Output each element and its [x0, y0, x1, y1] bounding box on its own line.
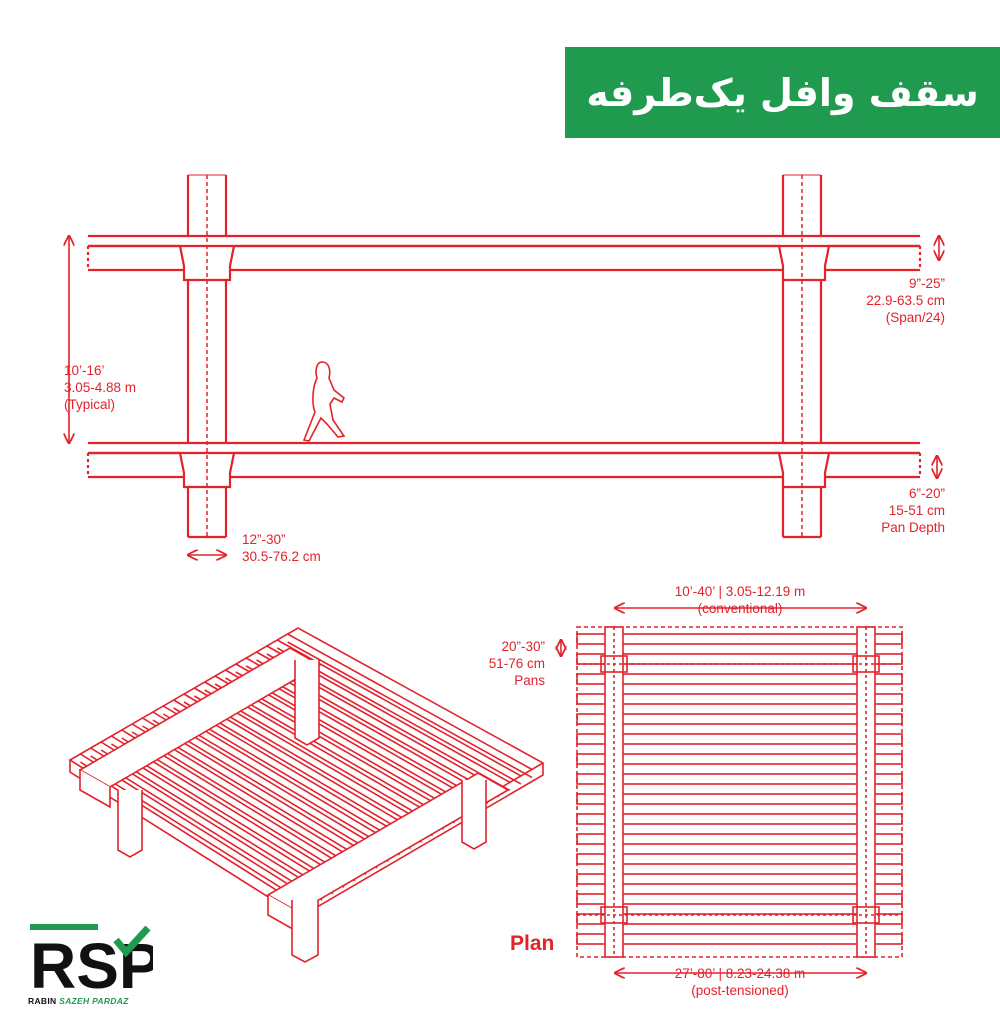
plan-joist — [576, 793, 903, 805]
plan-view — [576, 626, 903, 958]
plan-joist — [576, 693, 903, 705]
plan-joist — [576, 873, 903, 885]
pan-depth-label: 6”-20” 15-51 cm Pan Depth — [881, 486, 945, 535]
iso-joist-edge — [90, 755, 323, 901]
iso-joist-edge — [173, 707, 411, 850]
plan-joist — [576, 933, 903, 945]
iso-joist-edge — [131, 731, 367, 875]
plan-joist — [576, 773, 903, 785]
iso-joist-edge — [121, 737, 356, 882]
iso-joist — [287, 633, 533, 771]
iso-joist-edge — [245, 665, 489, 804]
plan-joist — [576, 733, 903, 745]
iso-joist-edge — [142, 725, 378, 869]
conventional-span-label: 10’-40’ | 3.05-12.19 m (conventional) — [674, 584, 806, 616]
post-tensioned-span-label: 27’-80’ | 8.23-24.38 m (post-tensioned) — [674, 966, 806, 998]
plan-joist — [576, 833, 903, 845]
iso-joist-edge — [111, 743, 345, 888]
iso-joist-edge — [193, 695, 433, 837]
iso-joist-edge — [183, 701, 422, 843]
section-drawing — [86, 174, 922, 539]
iso-joist-edge — [100, 749, 334, 895]
iso-joist-edge — [225, 677, 467, 817]
lower-slab — [86, 441, 922, 489]
right-column — [781, 174, 823, 539]
plan-joist — [576, 913, 903, 925]
pans-label: 20”-30” 51-76 cm Pans — [488, 639, 545, 688]
iso-columns — [117, 660, 487, 963]
plan-joist — [576, 853, 903, 865]
dimension-arrows — [69, 236, 939, 973]
plan-label: Plan — [510, 932, 555, 955]
plan-joist — [576, 713, 903, 725]
plan-joist — [576, 753, 903, 765]
left-column — [186, 174, 228, 539]
plan-joist — [576, 633, 903, 645]
floor-height-label: 10’-16’ 3.05-4.88 m (Typical) — [64, 363, 137, 412]
plan-joists — [576, 633, 903, 945]
person-icon — [302, 361, 346, 442]
plan-joist — [576, 813, 903, 825]
plan-joist — [576, 673, 903, 685]
company-logo: RSP — [30, 924, 153, 1000]
iso-joist-edge — [287, 641, 533, 779]
iso-joist-edge — [235, 671, 478, 811]
upper-slab — [86, 234, 922, 282]
iso-joist-edge — [204, 689, 444, 830]
isometric-view — [68, 627, 545, 963]
rib-width-label: 12”-30” 30.5-76.2 cm — [242, 532, 321, 564]
iso-joist-edge — [79, 761, 312, 908]
logo-name: RABIN SAZEH PARDAZ — [28, 996, 129, 1006]
iso-joist-edge — [152, 719, 389, 863]
plan-joist — [576, 893, 903, 905]
plan-beams — [577, 626, 902, 958]
page-title: سقف وافل یک‌طرفه — [565, 47, 1000, 138]
iso-joist-edge — [162, 713, 400, 856]
iso-joist-edge — [214, 683, 456, 824]
rib-depth-label: 9”-25” 22.9-63.5 cm (Span/24) — [866, 276, 945, 325]
